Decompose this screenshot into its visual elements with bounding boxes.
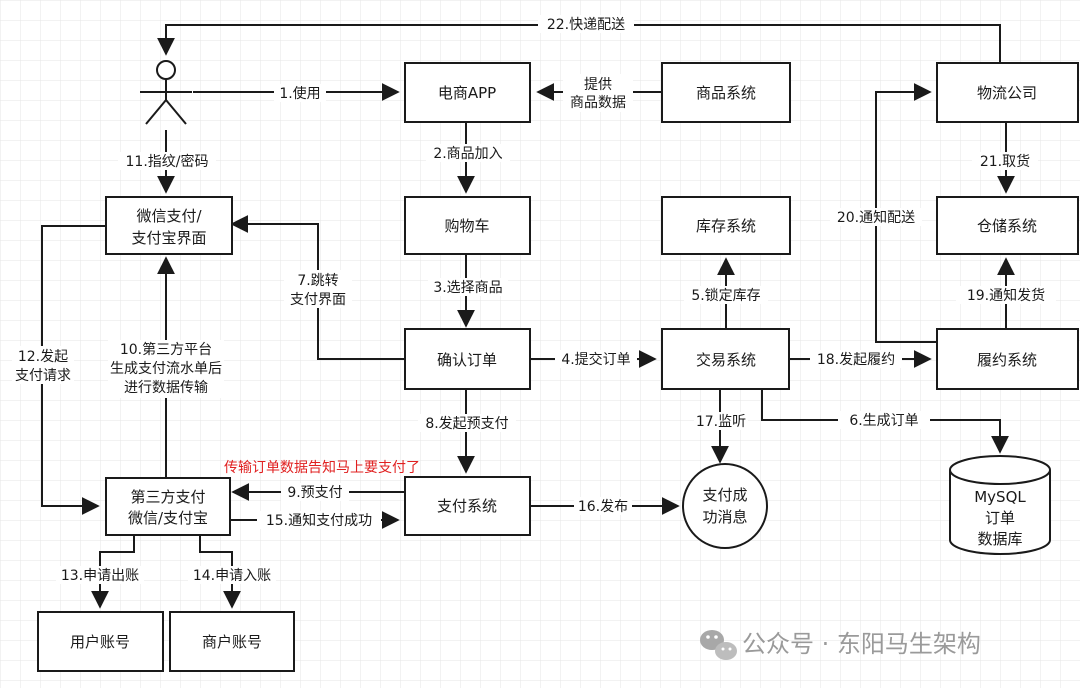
db-label-line3: 数据库 bbox=[977, 530, 1022, 548]
trade-system-label: 交易系统 bbox=[696, 351, 756, 369]
edge-13-label: 13.申请出账 bbox=[61, 568, 139, 584]
user-account-label: 用户账号 bbox=[70, 633, 130, 651]
cart-box bbox=[404, 196, 531, 255]
confirm-order-label: 确认订单 bbox=[437, 351, 497, 369]
product-system-box bbox=[661, 62, 791, 123]
third-party-box bbox=[105, 477, 231, 536]
edge-14-label: 14.申请入账 bbox=[193, 568, 271, 584]
db-label-line1: MySQL bbox=[974, 488, 1026, 506]
success-msg-label-line1: 支付成 bbox=[702, 486, 747, 504]
app-box bbox=[404, 62, 531, 123]
edge-10-label-line3: 进行数据传输 bbox=[124, 380, 208, 396]
user-actor-icon bbox=[140, 60, 192, 125]
edge-7-label-line1: 7.跳转 bbox=[297, 273, 338, 289]
edge-9-label: 9.预支付 bbox=[287, 485, 342, 501]
success-msg-label-line2: 功消息 bbox=[702, 508, 747, 526]
wechat-watermark: 公众号 · 东阳马生架构 bbox=[700, 630, 981, 660]
edge-4-label: 4.提交订单 bbox=[561, 351, 630, 368]
edge-1-label: 1.使用 bbox=[279, 85, 320, 102]
edge-12-label-line1: 12.发起 bbox=[18, 349, 68, 365]
pay-system-label: 支付系统 bbox=[437, 497, 497, 515]
cart-label: 购物车 bbox=[444, 217, 489, 235]
third-party-label-line1: 第三方支付 bbox=[130, 488, 205, 506]
edge-17-label: 17.监听 bbox=[696, 414, 746, 430]
inventory-label: 库存系统 bbox=[696, 217, 756, 235]
edge-20-label: 20.通知配送 bbox=[837, 209, 915, 226]
third-party-label-line2: 微信/支付宝 bbox=[128, 509, 208, 527]
merchant-account-label: 商户账号 bbox=[202, 633, 262, 651]
watermark-text: 公众号 · 东阳马生架构 bbox=[742, 630, 981, 658]
edge-8-label: 8.发起预支付 bbox=[425, 416, 508, 432]
edge-11-label: 11.指纹/密码 bbox=[126, 153, 209, 170]
fulfillment-box bbox=[936, 328, 1079, 390]
wechat-ui-label-line1: 微信支付/ bbox=[136, 207, 202, 225]
user-account-box bbox=[37, 611, 164, 672]
pay-system-box bbox=[404, 476, 531, 536]
edge-19-label: 19.通知发货 bbox=[967, 287, 1045, 304]
edge-18-label: 18.发起履约 bbox=[817, 352, 895, 368]
warehouse-box bbox=[936, 196, 1079, 255]
logistics-label: 物流公司 bbox=[977, 84, 1037, 102]
edge-16-label: 16.发布 bbox=[578, 499, 628, 515]
annotation-text: 传输订单数据告知马上要支付了 bbox=[224, 459, 420, 476]
edge-7-label-line2: 支付界面 bbox=[290, 292, 346, 308]
edge-3-label: 3.选择商品 bbox=[433, 280, 502, 296]
wechat-icon bbox=[700, 630, 737, 660]
edge-10-label-line2: 生成支付流水单后 bbox=[110, 361, 222, 377]
logistics-box bbox=[936, 62, 1079, 123]
edge-12-label-line2: 支付请求 bbox=[15, 368, 71, 384]
app-label: 电商APP bbox=[438, 84, 496, 102]
merchant-account-box bbox=[169, 611, 295, 672]
wechat-ui-label-line2: 支付宝界面 bbox=[131, 229, 206, 247]
success-msg-circle bbox=[682, 463, 768, 549]
mysql-db-cylinder bbox=[949, 455, 1051, 555]
wechat-ui-box bbox=[105, 196, 233, 255]
edge-21-label: 21.取货 bbox=[980, 153, 1030, 170]
edge-22-label: 22.快递配送 bbox=[547, 17, 625, 33]
edge-10-label-line1: 10.第三方平台 bbox=[120, 341, 212, 358]
edge-6-label: 6.生成订单 bbox=[849, 413, 918, 429]
confirm-order-box bbox=[404, 328, 531, 390]
edge-provide-label-line1: 提供 bbox=[584, 77, 612, 93]
trade-system-box bbox=[661, 328, 790, 390]
inventory-box bbox=[661, 196, 791, 255]
fulfillment-label: 履约系统 bbox=[977, 351, 1037, 369]
db-label-line2: 订单 bbox=[985, 509, 1015, 527]
product-system-label: 商品系统 bbox=[696, 84, 756, 102]
warehouse-label: 仓储系统 bbox=[977, 217, 1037, 235]
edge-5-label: 5.锁定库存 bbox=[691, 288, 760, 304]
edge-provide-label-line2: 商品数据 bbox=[570, 95, 626, 111]
edge-15-label: 15.通知支付成功 bbox=[266, 512, 372, 529]
edge-2-label: 2.商品加入 bbox=[433, 146, 502, 162]
